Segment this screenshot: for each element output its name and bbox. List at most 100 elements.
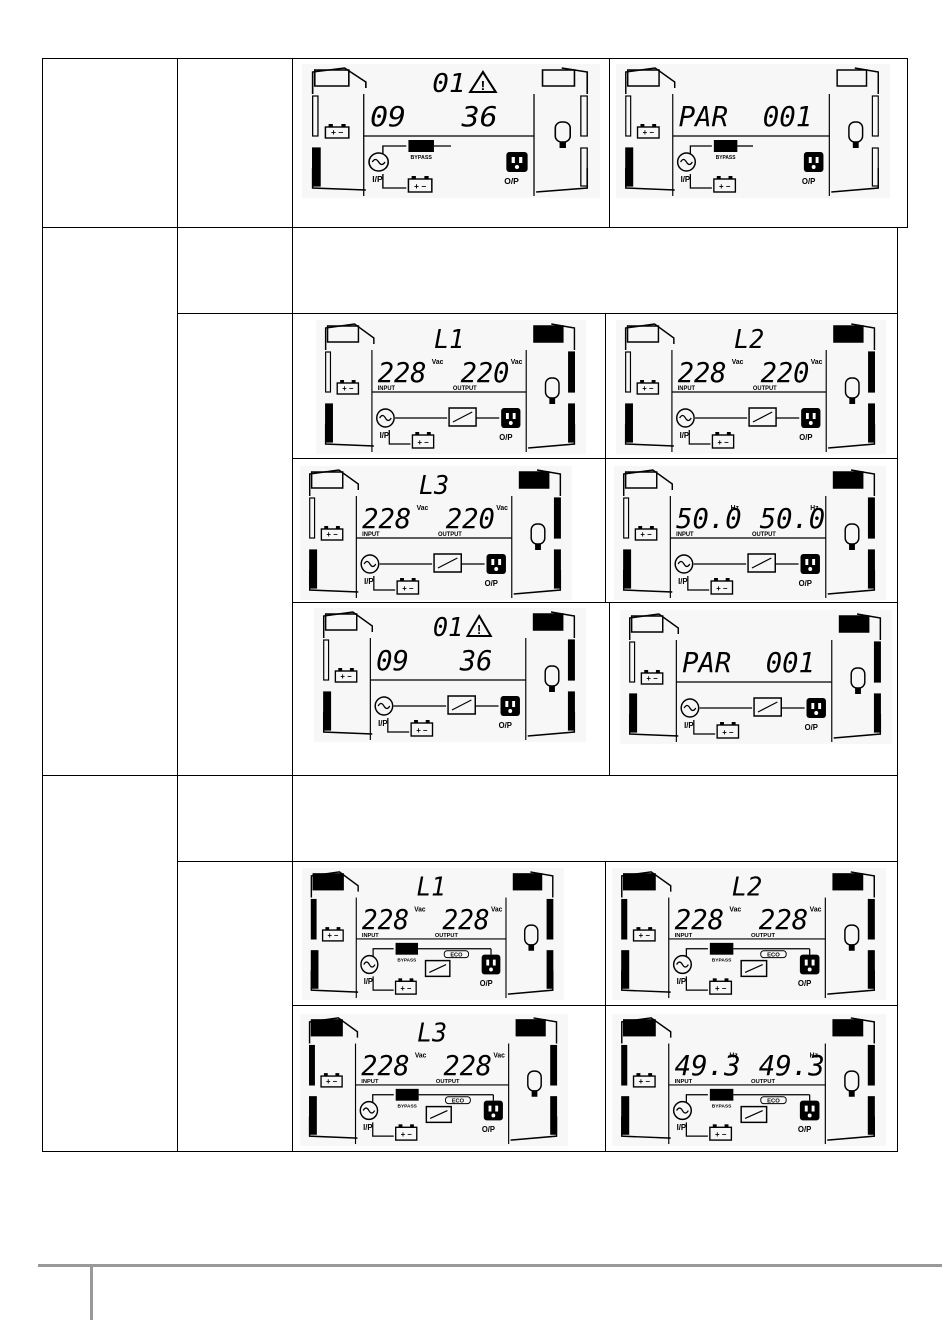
- eco-icon: ECO: [445, 1096, 471, 1105]
- bypass-flow-line: [382, 145, 407, 154]
- bypass-icon: BYPASS: [713, 140, 738, 161]
- unit-label-right: Hz: [810, 505, 819, 512]
- battery-sign-label: + −: [414, 182, 426, 191]
- battery-sign-label: + −: [327, 931, 338, 940]
- ac-input-icon: [359, 1100, 379, 1121]
- battery-sign-label: + −: [715, 984, 727, 993]
- eco-icon: ECO: [760, 950, 787, 959]
- unit-label-left: Hz: [729, 1052, 738, 1059]
- lcd-reading-right: 220: [446, 502, 495, 535]
- battery-icon: + −: [640, 670, 664, 685]
- table-row-divider-4: [292, 602, 898, 603]
- bypass-flow-line: [689, 145, 712, 154]
- lcd-reading-left: 50.0: [676, 502, 741, 535]
- load-level-seg-1: [550, 1044, 558, 1086]
- battery-sign-label: + −: [643, 128, 655, 137]
- battery-sign-label: + −: [716, 584, 728, 593]
- battery-level-seg-1: [621, 1044, 628, 1086]
- output-socket-icon: [486, 554, 506, 574]
- battery-icon: + −: [636, 124, 660, 139]
- warning-mark: !: [477, 622, 481, 637]
- lcd-reading-left: 228: [361, 1051, 409, 1082]
- load-indicator-icon: [844, 924, 860, 951]
- load-level-bar-top-right: [512, 873, 543, 891]
- lcd-reading-right: 36: [461, 100, 498, 133]
- unit-label-right: Vac: [810, 906, 822, 913]
- output-label: OUTPUT: [753, 386, 777, 392]
- load-level-bar-top-right: [518, 471, 550, 489]
- flow-battery-icon: + −: [713, 176, 737, 193]
- op-label: O/P: [480, 979, 493, 988]
- eco-label: ECO: [452, 1099, 465, 1105]
- flow-battery-icon: + −: [396, 578, 420, 595]
- ip-label: I/P: [364, 577, 373, 586]
- battery-flow-line: [693, 720, 716, 735]
- table-border-top: [42, 58, 908, 59]
- load-level-bar-top-right: [833, 325, 864, 343]
- table-row-divider-5: [42, 775, 898, 776]
- battery-level-seg-1: [309, 497, 316, 539]
- table-border-left: [42, 58, 43, 1152]
- op-label: O/P: [798, 1125, 811, 1134]
- ip-label: I/P: [364, 977, 373, 986]
- battery-icon: + −: [336, 380, 360, 395]
- load-level-seg-1: [867, 1044, 875, 1086]
- eco-label: ECO: [767, 1099, 780, 1105]
- load-level-seg-1: [867, 497, 875, 539]
- output-label: OUTPUT: [752, 532, 776, 538]
- load-level-bar-top-left: [310, 1019, 343, 1037]
- footer-rule: [38, 1264, 942, 1267]
- battery-level-seg-1: [310, 898, 317, 940]
- table-row-divider-2: [177, 313, 898, 314]
- frame-outline-bottom: [621, 1116, 875, 1141]
- op-label: O/P: [504, 177, 519, 186]
- frame-outline-bottom: [324, 424, 576, 449]
- battery-level-seg-2: [621, 950, 630, 989]
- ac-input-icon: [360, 954, 379, 975]
- bypass-label: BYPASS: [712, 1104, 732, 1110]
- table-col-divider-1: [177, 58, 178, 1152]
- output-socket-icon: [500, 696, 520, 716]
- frame-outline-bottom: [624, 424, 876, 449]
- bypass-flow-line: [685, 948, 708, 957]
- battery-flow-line: [688, 430, 711, 445]
- output-label: OUTPUT: [751, 1079, 775, 1085]
- output-socket-icon: [803, 152, 824, 172]
- lcd-top-code: L3: [417, 1018, 447, 1047]
- load-level-bar-top-left: [630, 615, 664, 633]
- battery-sign-label: + −: [715, 1130, 727, 1139]
- load-indicator-icon: [523, 924, 539, 951]
- battery-level-seg-1: [623, 497, 630, 539]
- ac-input-icon: [672, 1100, 692, 1121]
- lcd-reading-left: 228: [362, 904, 409, 936]
- inverter-icon: [753, 697, 782, 717]
- load-indicator-icon: [554, 121, 571, 148]
- bypass-label: BYPASS: [712, 958, 732, 964]
- battery-level-seg-1: [625, 95, 632, 137]
- battery-icon: + −: [632, 1073, 656, 1088]
- battery-flow-line: [685, 1122, 708, 1137]
- load-level-seg-2: [567, 691, 575, 731]
- output-socket-icon: [483, 1100, 503, 1121]
- lcd-reading-left: PAR: [682, 646, 731, 679]
- bypass-icon: BYPASS: [395, 942, 419, 964]
- frame-outline-bottom: [311, 168, 589, 193]
- battery-flow-line: [373, 576, 396, 591]
- lcd-top-code: L2: [734, 325, 764, 356]
- inverter-icon: [447, 695, 476, 715]
- frame-outline-bottom: [628, 714, 882, 739]
- battery-level-seg-2: [625, 403, 633, 443]
- load-level-seg-1: [871, 95, 879, 137]
- unit-label-right: Vac: [496, 505, 508, 512]
- ip-label: I/P: [677, 977, 687, 986]
- flow-battery-icon: + −: [709, 1124, 733, 1141]
